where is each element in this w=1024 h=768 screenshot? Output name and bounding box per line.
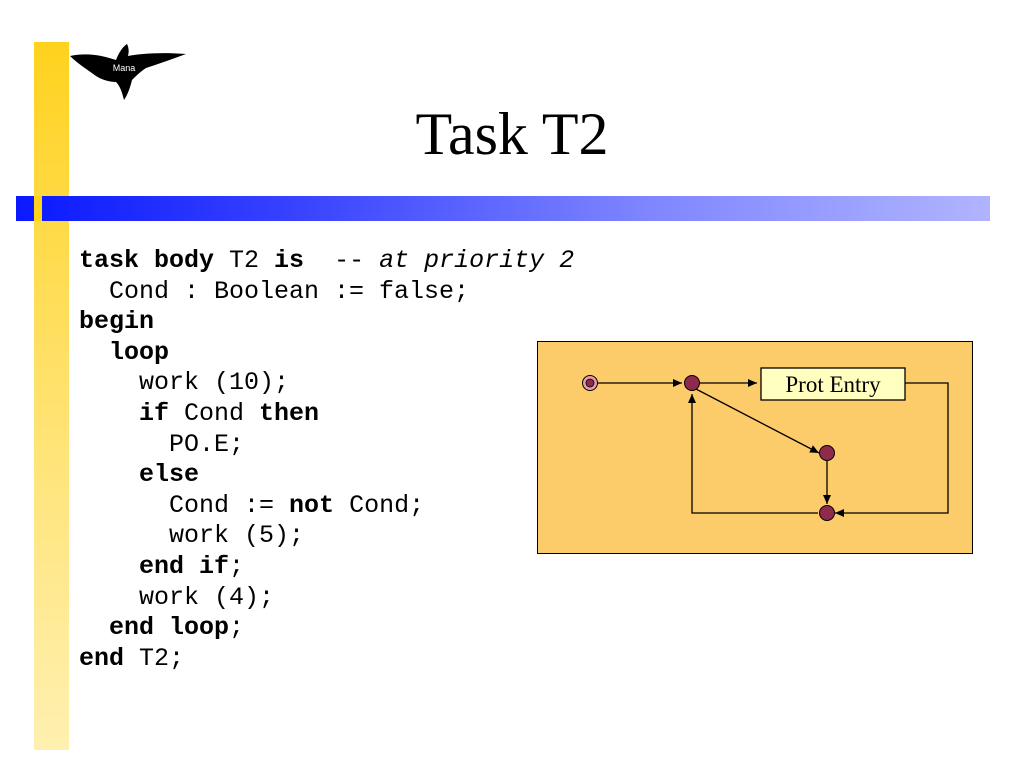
code-keyword: else (139, 460, 200, 490)
code-line: end loop; (79, 613, 574, 644)
edge-n3-loop-back (687, 393, 818, 514)
code-line: task body T2 is -- at priority 2 (79, 246, 574, 277)
decorative-vertical-bar (34, 42, 69, 750)
logo-text: Mana (113, 63, 136, 73)
prot-entry-label: Prot Entry (785, 372, 881, 397)
node-loop-head (683, 374, 700, 391)
code-line: work (10); (79, 368, 574, 399)
decorative-bar-junction (34, 196, 42, 221)
code-block: task body T2 is -- at priority 2 Cond : … (79, 246, 574, 674)
code-text: T2; (124, 643, 185, 673)
code-text (79, 613, 109, 642)
code-line: PO.E; (79, 430, 574, 461)
code-line: Cond : Boolean := false; (79, 277, 574, 308)
code-text: work (10); (79, 368, 290, 398)
start-node-inner (585, 378, 594, 387)
mana-raven-logo: Mana (70, 44, 186, 100)
flow-diagram: Prot Entry (537, 341, 973, 554)
code-text (79, 552, 139, 581)
code-keyword: end if (139, 551, 230, 581)
code-line: Cond := not Cond; (79, 491, 574, 522)
node-branch (818, 444, 835, 461)
code-text: work (4); (79, 582, 275, 612)
code-text (79, 399, 139, 428)
code-line: work (5); (79, 521, 574, 552)
code-keyword: then (259, 398, 320, 428)
code-keyword: end (79, 643, 125, 673)
code-line: begin (79, 307, 574, 338)
node-join (818, 504, 835, 521)
decorative-horizontal-bar (16, 196, 990, 221)
edge-prot-entry-return (834, 381, 949, 517)
code-keyword: not (289, 490, 335, 520)
code-text: Cond : Boolean := false; (79, 276, 470, 306)
code-line: end T2; (79, 644, 574, 675)
code-line: work (4); (79, 583, 574, 614)
code-keyword: begin (79, 307, 155, 337)
code-keyword: task body (79, 246, 215, 275)
code-keyword: loop (109, 337, 170, 367)
code-text: T2 (214, 246, 275, 275)
code-line: end if; (79, 552, 574, 583)
code-line: else (79, 460, 574, 491)
slide-title: Task T2 (415, 101, 609, 167)
edge-n1-to-n2 (695, 387, 819, 454)
code-text (79, 460, 139, 489)
code-line: if Cond then (79, 399, 574, 430)
code-comment: at priority 2 (379, 246, 575, 275)
raven-icon (70, 44, 186, 100)
code-text: ; (229, 613, 245, 643)
code-keyword: if (139, 398, 170, 428)
code-text: Cond := (79, 490, 290, 520)
code-keyword: is (274, 246, 305, 275)
code-text: work (5); (79, 521, 305, 551)
code-text: -- (304, 246, 380, 275)
code-text: ; (229, 551, 245, 581)
code-text: Cond; (334, 490, 425, 520)
code-line: loop (79, 338, 574, 369)
flow-diagram-svg: Prot Entry (581, 366, 949, 521)
code-text: Cond (169, 398, 260, 428)
code-text (79, 338, 109, 367)
code-text: PO.E; (79, 429, 245, 459)
prot-entry-box (759, 366, 906, 401)
code-keyword: end loop (109, 613, 230, 643)
